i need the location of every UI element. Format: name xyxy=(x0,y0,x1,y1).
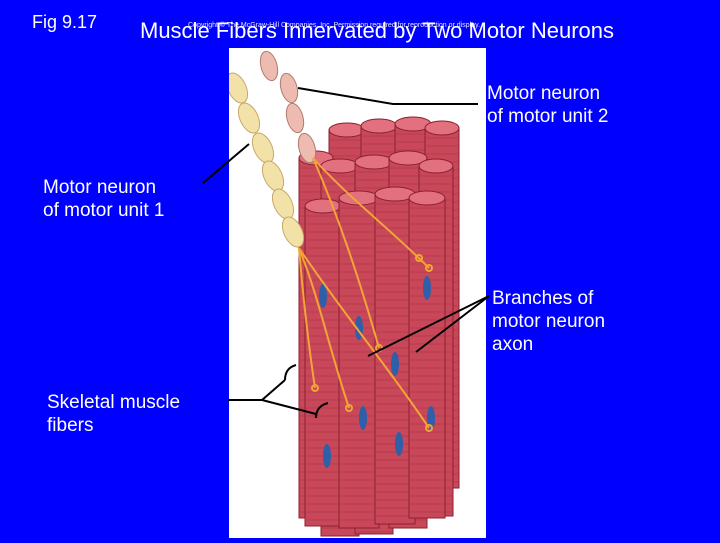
skeletal-bracket-upper xyxy=(285,365,296,380)
leader-branches-a xyxy=(368,296,489,356)
skeletal-bracket-lower xyxy=(316,403,328,418)
leader-branches-b xyxy=(416,296,489,352)
label-motor-neuron-unit-2: Motor neuron of motor unit 2 xyxy=(487,82,608,128)
label-motor-neuron-unit-1: Motor neuron of motor unit 1 xyxy=(43,176,164,222)
leader-skeletal xyxy=(228,380,285,400)
leader-motor-unit-2 xyxy=(298,88,478,104)
label-skeletal-muscle-fibers: Skeletal muscle fibers xyxy=(47,391,180,437)
leader-skeletal-2 xyxy=(262,400,316,414)
label-axon-branches: Branches of motor neuron axon xyxy=(492,287,605,356)
leader-motor-unit-1 xyxy=(203,144,249,183)
